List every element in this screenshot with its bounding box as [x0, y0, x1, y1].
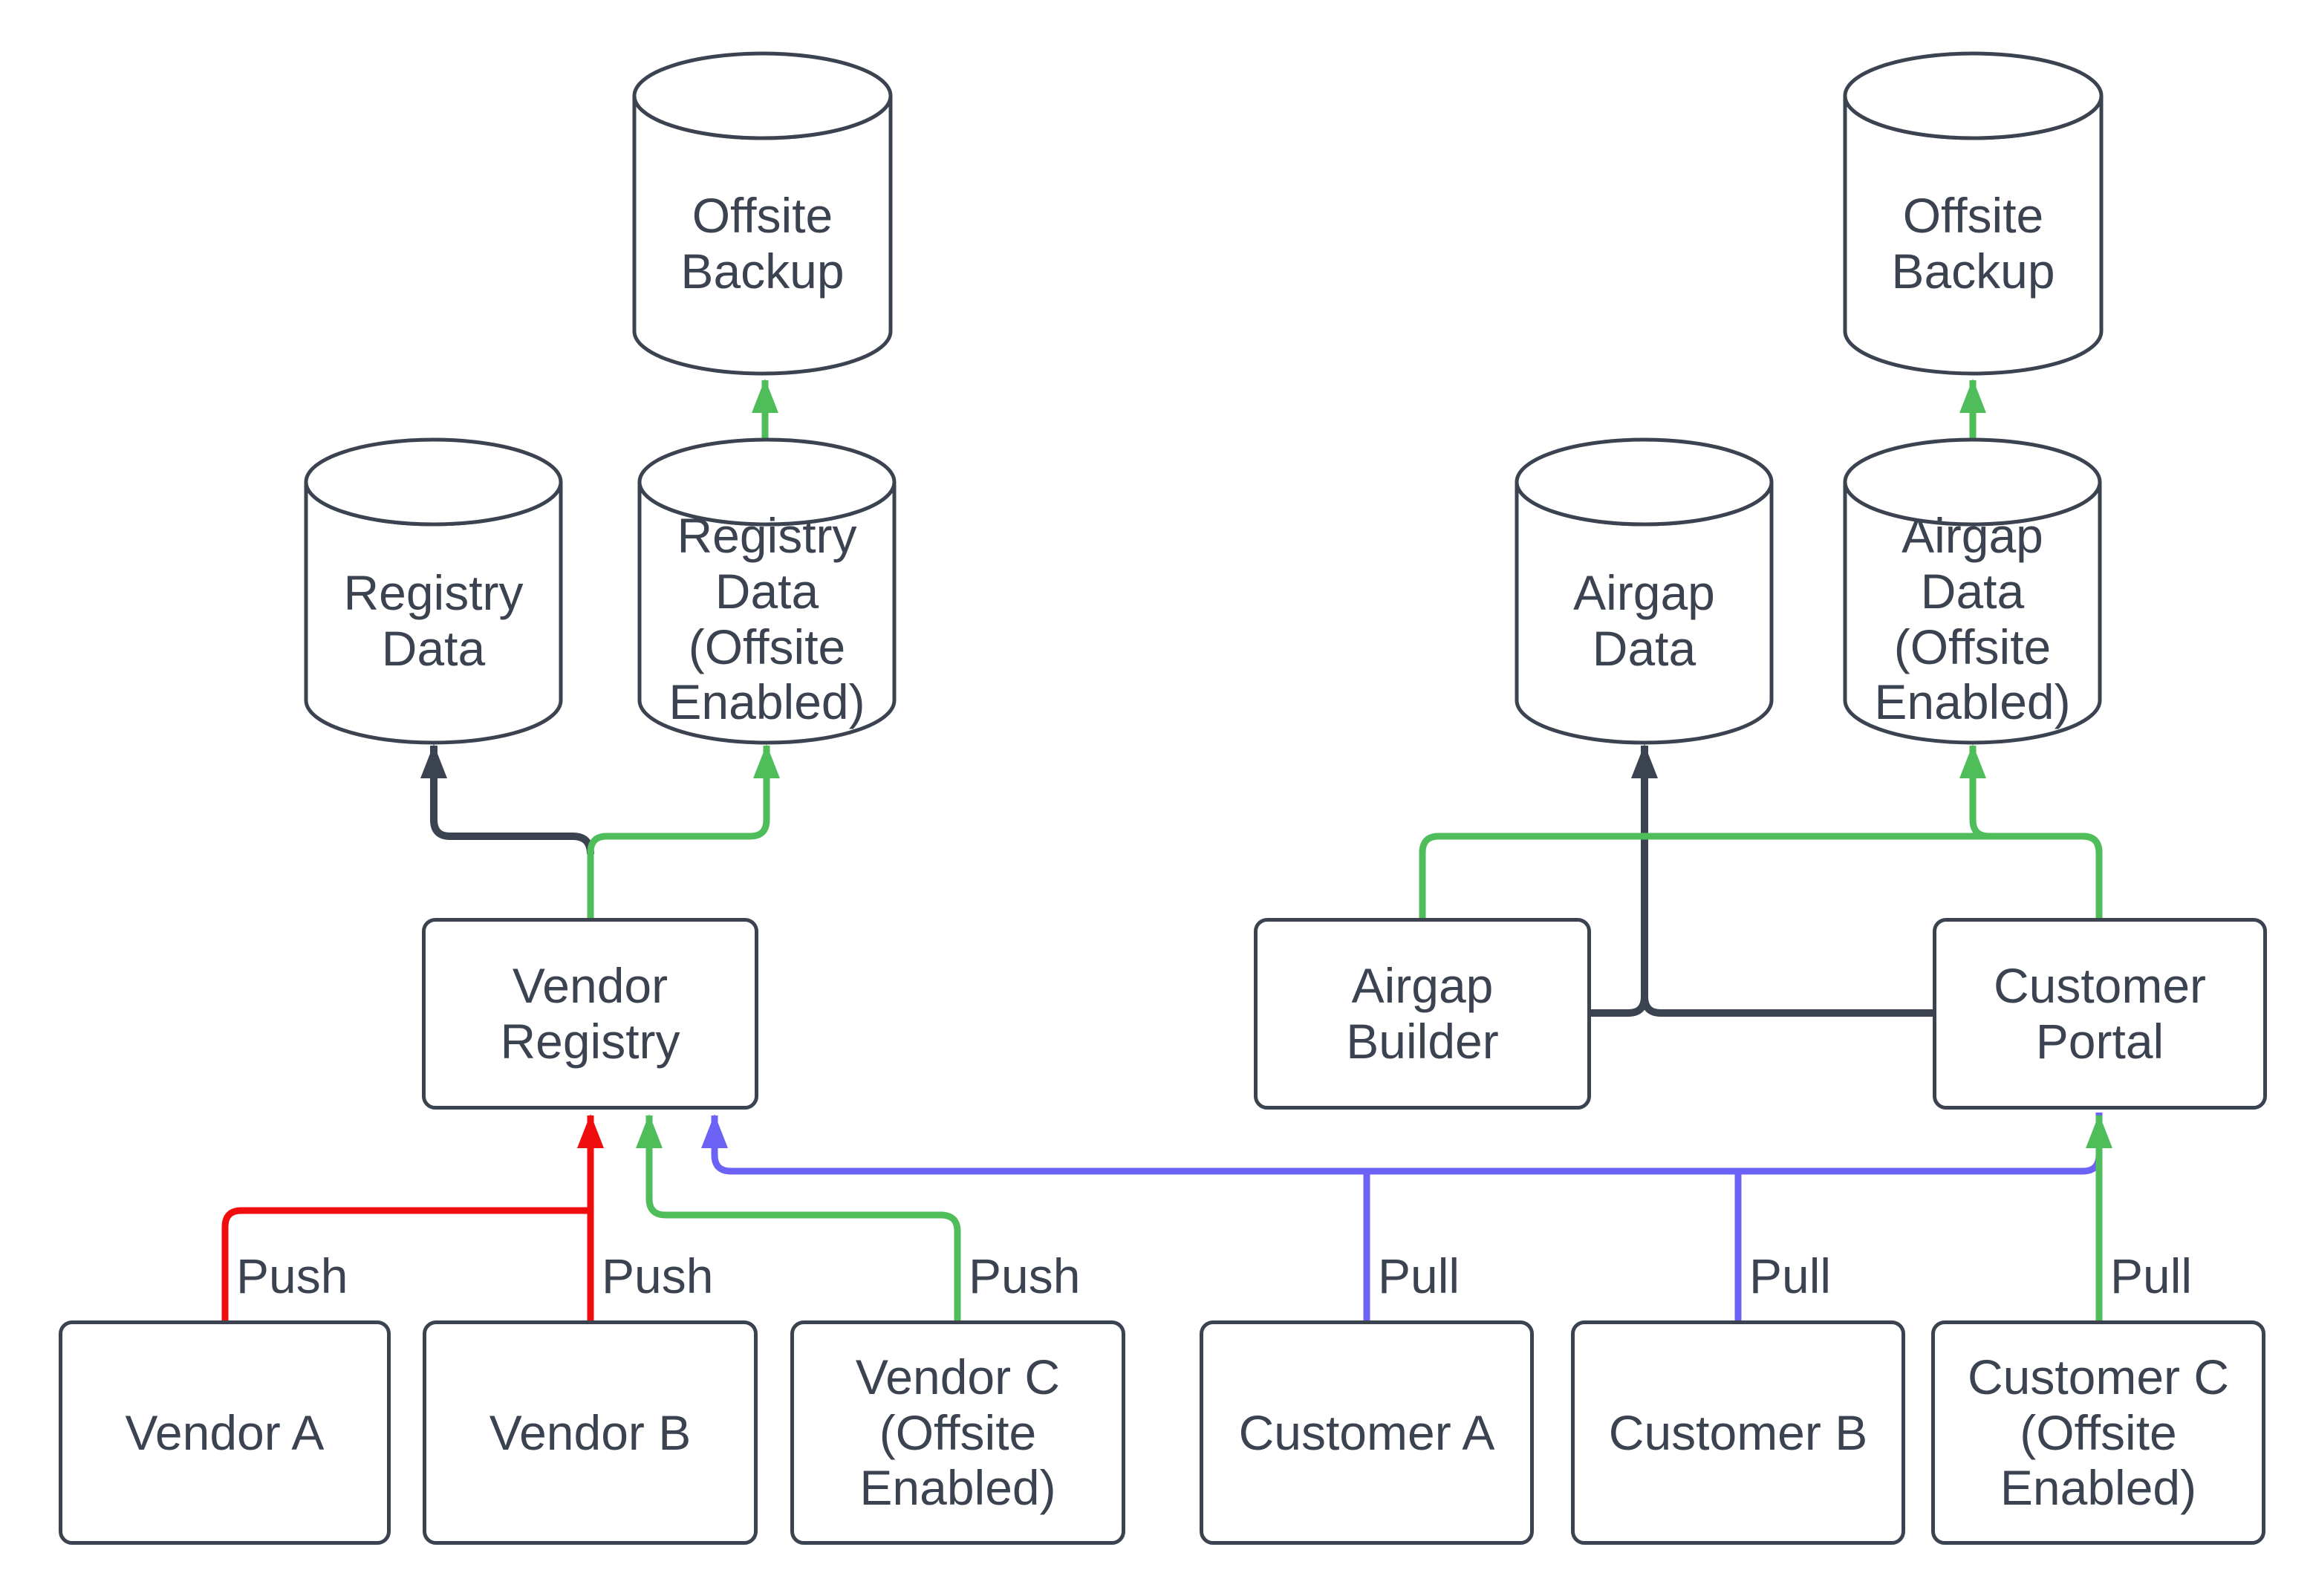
- edge-vendor-registry-to-registry-data: [420, 744, 594, 855]
- edge-label-push-3: Push: [969, 1248, 1081, 1303]
- node-customer-a: Customer A: [1200, 1320, 1534, 1545]
- edge-label-pull-1: Pull: [1378, 1248, 1460, 1303]
- edge-label-push-2: Push: [602, 1248, 714, 1303]
- node-customer-portal: Customer Portal: [1933, 918, 2267, 1110]
- edge-pull-to-vendor-registry: [701, 1113, 2103, 1175]
- edge-customer-portal-to-airgap-data-offsite: [1959, 744, 2103, 919]
- node-vendor-b: Vendor B: [423, 1320, 758, 1545]
- node-vendor-a: Vendor A: [59, 1320, 391, 1545]
- edge-customer-portal-to-airgap-builder: [1419, 833, 2103, 919]
- cylinder-registry-data: [304, 437, 563, 745]
- cylinder-airgap-data: [1515, 437, 1774, 745]
- edge-vendor-registry-to-registry-data-offsite: [587, 744, 780, 921]
- node-vendor-registry: Vendor Registry: [422, 918, 758, 1110]
- cylinder-offsite-backup-right: [1843, 51, 2104, 376]
- edge-label-pull-2: Pull: [1749, 1248, 1832, 1303]
- node-customer-b: Customer B: [1571, 1320, 1905, 1545]
- edge-label-push-1: Push: [236, 1248, 348, 1303]
- edge-vendor-a-push: [221, 1207, 591, 1320]
- cylinder-offsite-backup-left: [632, 51, 893, 376]
- edge-label-pull-3: Pull: [2110, 1248, 2193, 1303]
- node-airgap-builder: Airgap Builder: [1254, 918, 1591, 1110]
- edge-customer-portal-to-airgap-data: [1641, 996, 1933, 1017]
- node-customer-c: Customer C (Offsite Enabled): [1931, 1320, 2265, 1545]
- cylinder-registry-data-offsite: [637, 437, 897, 745]
- edge-vendor-c-push: [636, 1114, 961, 1320]
- node-vendor-c: Vendor C (Offsite Enabled): [790, 1320, 1125, 1545]
- cylinder-airgap-data-offsite: [1843, 437, 2102, 745]
- edge-airgap-builder-to-airgap-data: [1591, 744, 1658, 1017]
